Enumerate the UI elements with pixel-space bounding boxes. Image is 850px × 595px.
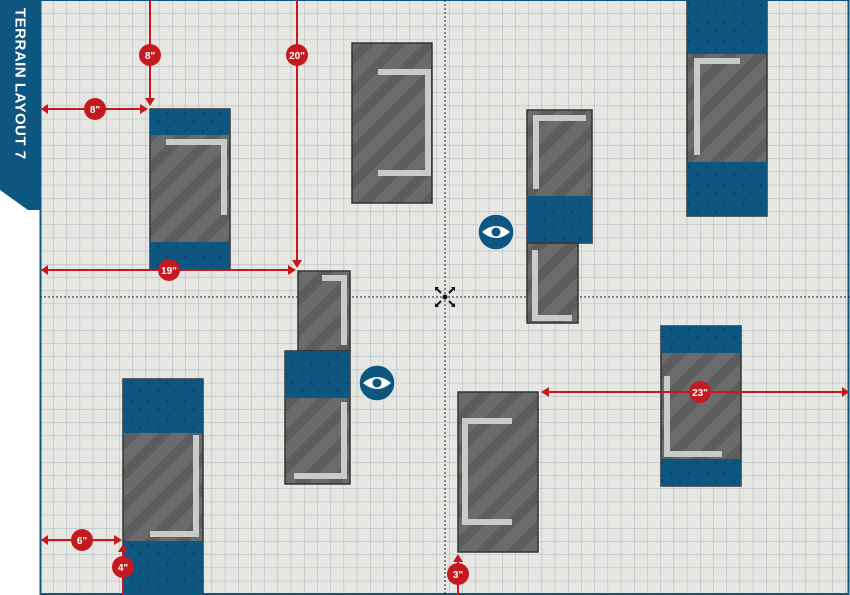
measure-badge-23: 23" (689, 381, 711, 403)
terrain-ruin-d (686, 0, 768, 217)
measure-badge-20: 20" (286, 44, 308, 66)
measure-badge-19: 19" (158, 259, 180, 281)
svg-text:8": 8" (145, 51, 156, 62)
svg-text:4": 4" (118, 563, 129, 574)
svg-text:19": 19" (161, 266, 177, 277)
measure-badge-3: 3" (447, 563, 469, 585)
measure-badge-4: 4" (112, 556, 134, 578)
svg-text:3": 3" (453, 570, 464, 581)
title-tab: TERRAIN LAYOUT 7 (0, 0, 40, 210)
terrain-ruin-a (149, 108, 231, 270)
eye-icon (358, 364, 396, 402)
terrain-ruin-b (351, 42, 433, 204)
terrain-ruin-h (660, 325, 742, 487)
svg-text:20": 20" (289, 51, 305, 62)
crosshair-icon (435, 287, 455, 307)
measure-badge-6: 6" (71, 529, 93, 551)
eye-icon (477, 213, 515, 251)
measure-badge-8-horizontal: 8" (84, 98, 106, 120)
terrain-ruin-f (122, 378, 204, 595)
svg-text:6": 6" (77, 536, 88, 547)
svg-text:8": 8" (90, 105, 101, 116)
svg-text:23": 23" (692, 388, 708, 399)
terrain-ruin-c (526, 109, 593, 324)
measure-badge-8-vertical: 8" (139, 44, 161, 66)
terrain-ruin-e (284, 270, 351, 485)
terrain-ruin-g (457, 391, 539, 553)
page-title: TERRAIN LAYOUT 7 (11, 8, 29, 160)
